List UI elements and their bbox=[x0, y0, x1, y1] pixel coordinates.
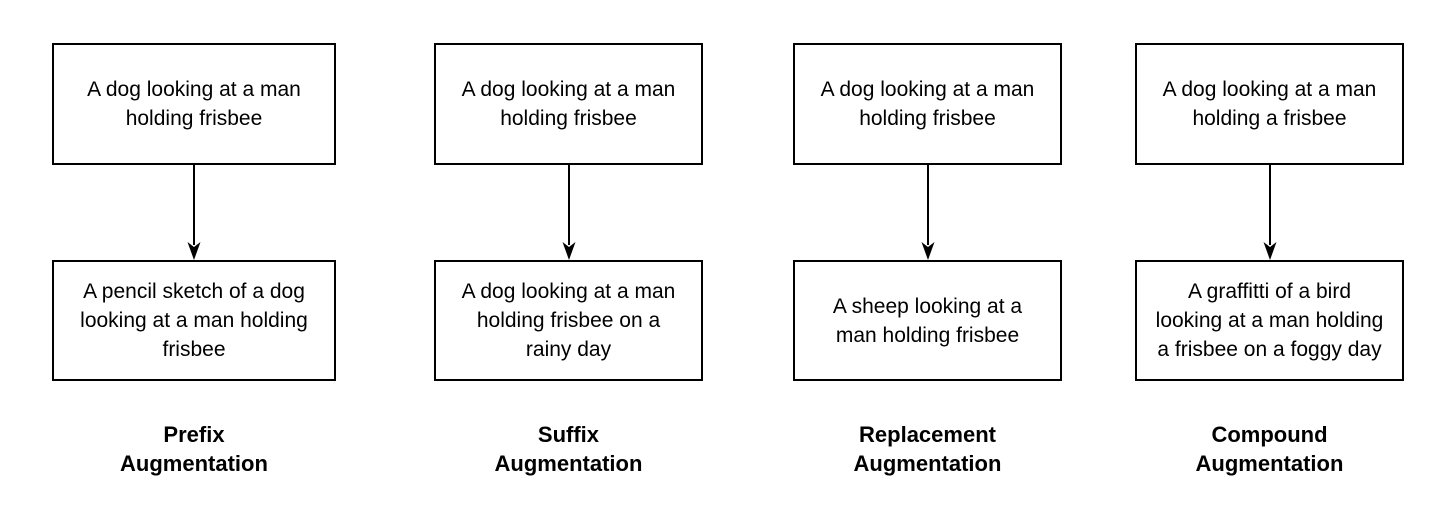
column-label: Replacement Augmentation bbox=[854, 420, 1002, 478]
label-line: Augmentation bbox=[1195, 451, 1344, 476]
column-label: Compound Augmentation bbox=[1196, 420, 1344, 478]
prompt-line: holding frisbee on a bbox=[476, 309, 661, 332]
label-line: Replacement bbox=[859, 422, 996, 447]
arrow-down-icon bbox=[187, 165, 201, 260]
prompt-line: A dog looking at a man bbox=[461, 78, 676, 101]
label-line: Suffix bbox=[537, 422, 600, 447]
input-prompt-box: A dog looking at a man holding frisbee bbox=[793, 43, 1062, 165]
input-prompt-box: A dog looking at a man holding frisbee bbox=[52, 43, 336, 165]
prompt-line: A pencil sketch of a dog bbox=[83, 280, 305, 303]
prompt-line: A graffitti of a bird bbox=[1187, 280, 1352, 303]
output-prompt-box: A pencil sketch of a dog looking at a ma… bbox=[52, 260, 336, 381]
label-line: Augmentation bbox=[120, 451, 268, 476]
prompt-line: holding frisbee bbox=[859, 107, 996, 130]
prompt-line: A dog looking at a man bbox=[87, 78, 301, 101]
prompt-line: A dog looking at a man bbox=[820, 78, 1035, 101]
input-prompt-box: A dog looking at a man holding frisbee bbox=[434, 43, 703, 165]
prompt-line: A sheep looking at a bbox=[832, 294, 1023, 318]
arrow-down-icon bbox=[562, 165, 575, 260]
output-prompt-box: A dog looking at a man holding frisbee o… bbox=[434, 260, 703, 381]
column-label: Suffix Augmentation bbox=[495, 420, 643, 478]
prompt-line: holding frisbee bbox=[500, 107, 637, 130]
column-replacement-augmentation: A dog looking at a man holding frisbee A… bbox=[793, 0, 1062, 478]
column-suffix-augmentation: A dog looking at a man holding frisbee A… bbox=[434, 0, 703, 478]
prompt-line: A dog looking at a man bbox=[461, 280, 676, 303]
prompt-line: man holding frisbee bbox=[835, 323, 1020, 347]
column-label: Prefix Augmentation bbox=[120, 420, 268, 478]
label-line: Augmentation bbox=[853, 451, 1002, 476]
prompt-line: frisbee bbox=[162, 338, 226, 361]
label-line: Augmentation bbox=[494, 451, 643, 476]
input-prompt-box: A dog looking at a man holding a frisbee bbox=[1135, 43, 1404, 165]
prompt-line: looking at a man holding bbox=[80, 309, 308, 332]
prompt-line: a frisbee on a foggy day bbox=[1157, 338, 1382, 361]
label-line: Prefix bbox=[163, 422, 225, 447]
arrow-down-icon bbox=[1263, 165, 1276, 260]
prompt-line: rainy day bbox=[525, 338, 612, 361]
prompt-line: A dog looking at a man bbox=[1162, 78, 1377, 101]
arrow-down-icon bbox=[921, 165, 934, 260]
column-prefix-augmentation: A dog looking at a man holding frisbee A… bbox=[52, 0, 336, 478]
prompt-line: looking at a man holding bbox=[1155, 309, 1384, 332]
column-compound-augmentation: A dog looking at a man holding a frisbee… bbox=[1135, 0, 1404, 478]
output-prompt-box: A sheep looking at a man holding frisbee bbox=[793, 260, 1062, 381]
prompt-line: holding frisbee bbox=[125, 107, 263, 130]
prompt-line: holding a frisbee bbox=[1192, 107, 1347, 130]
output-prompt-box: A graffitti of a bird looking at a man h… bbox=[1135, 260, 1404, 381]
label-line: Compound bbox=[1211, 422, 1328, 447]
